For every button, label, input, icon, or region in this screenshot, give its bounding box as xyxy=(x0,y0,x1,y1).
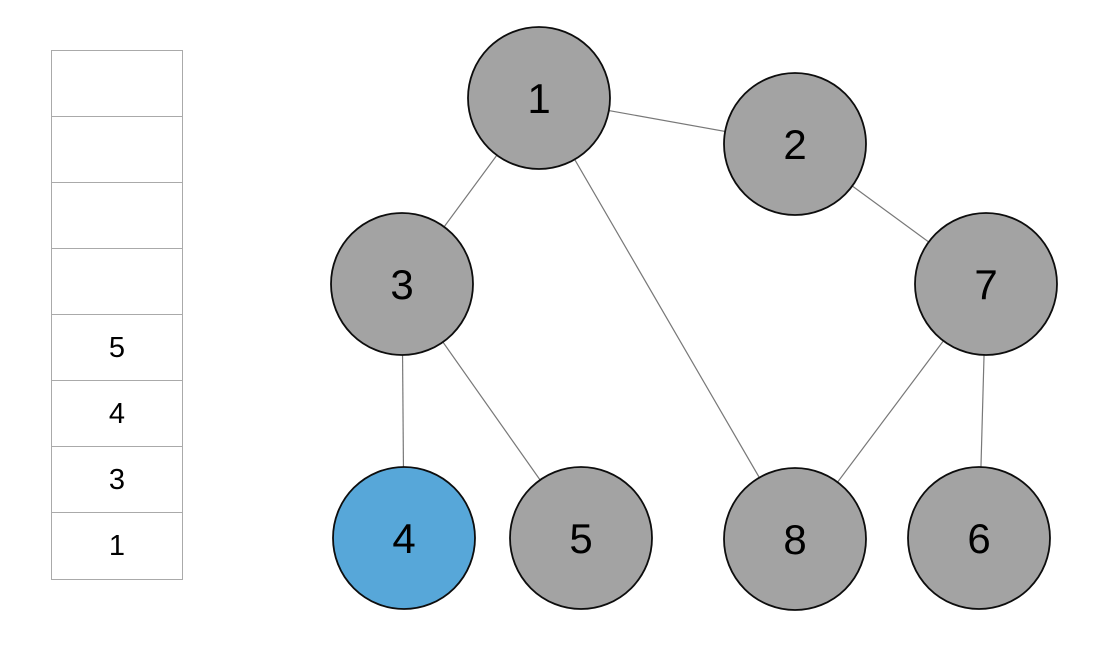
node-circle xyxy=(914,212,1058,356)
graph-node-2[interactable]: 2 xyxy=(723,72,867,216)
graph-node-7[interactable]: 7 xyxy=(914,212,1058,356)
graph-node-4[interactable]: 4 xyxy=(332,466,476,610)
node-circle xyxy=(723,467,867,611)
node-circle xyxy=(330,212,474,356)
node-circle xyxy=(509,466,653,610)
node-label: 4 xyxy=(392,515,415,562)
stack-cell: 3 xyxy=(52,447,182,513)
stack-cell: 5 xyxy=(52,315,182,381)
node-circle xyxy=(467,26,611,170)
node-label: 7 xyxy=(974,261,997,308)
graph-node-8[interactable]: 8 xyxy=(723,467,867,611)
node-label: 3 xyxy=(390,261,413,308)
node-label: 8 xyxy=(783,516,806,563)
stack-cell-empty xyxy=(52,183,182,249)
stack-cell-empty xyxy=(52,249,182,315)
graph-node-5[interactable]: 5 xyxy=(509,466,653,610)
graph-node-1[interactable]: 1 xyxy=(467,26,611,170)
node-label: 6 xyxy=(967,515,990,562)
stack-cell: 4 xyxy=(52,381,182,447)
node-circle xyxy=(907,466,1051,610)
node-label: 2 xyxy=(783,121,806,168)
stack-cell-empty xyxy=(52,117,182,183)
graph-node-3[interactable]: 3 xyxy=(330,212,474,356)
node-circle-highlighted xyxy=(332,466,476,610)
node-label: 5 xyxy=(569,515,592,562)
stack-cell-empty xyxy=(52,51,182,117)
stack-cell: 1 xyxy=(108,530,126,562)
node-circle xyxy=(723,72,867,216)
node-label: 1 xyxy=(527,75,550,122)
graph-edge-1-8 xyxy=(538,97,796,540)
graph-node-6[interactable]: 6 xyxy=(907,466,1051,610)
